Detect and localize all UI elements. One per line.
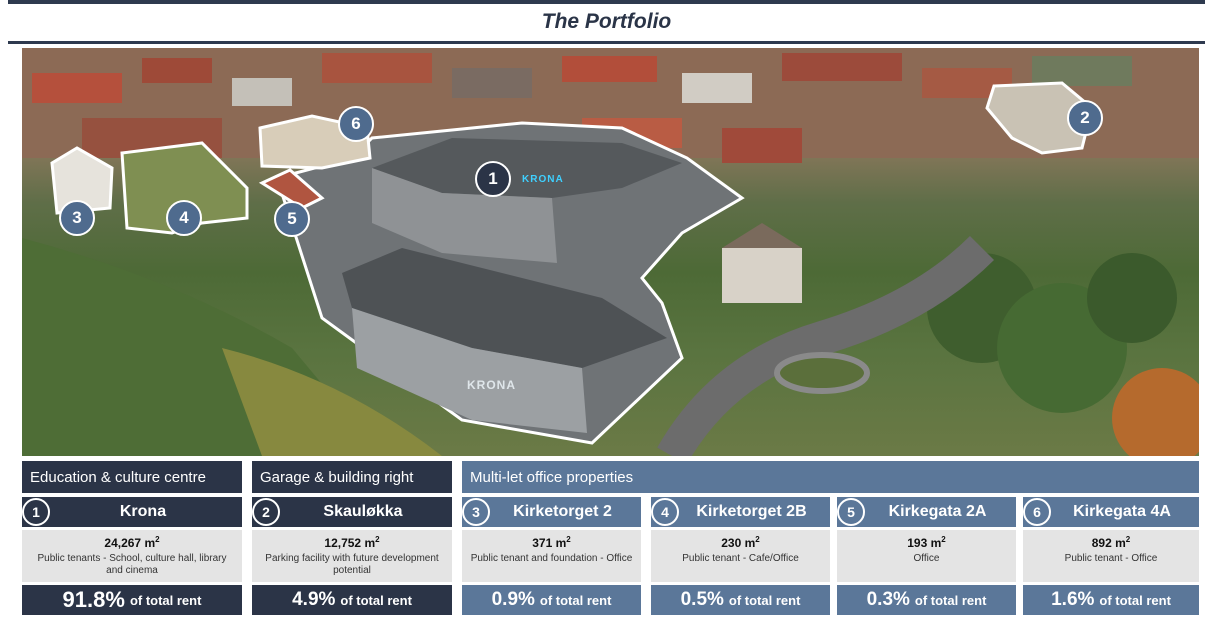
rent-label: of total rent (914, 592, 987, 608)
property-info: 371 m2 Public tenant and foundation - Of… (462, 530, 641, 582)
property-description: Office (913, 553, 940, 564)
map-marker-3[interactable]: 3 (59, 200, 95, 236)
map-marker-5[interactable]: 5 (274, 201, 310, 237)
property-area: 371 m2 (532, 535, 571, 550)
property-name-bar: 5 Kirkegata 2A (837, 497, 1016, 527)
category-education-culture: Education & culture centre (22, 461, 242, 493)
property-card-1: 1 Krona 24,267 m2 Public tenants - Schoo… (22, 497, 242, 615)
property-name: Skauløkka (323, 503, 403, 520)
aerial-photo: KRONA KRONA 1 2 3 4 5 6 (22, 48, 1199, 456)
krona-roof-logo: KRONA (522, 174, 564, 185)
property-card-2: 2 Skauløkka 12,752 m2 Parking facility w… (252, 497, 452, 615)
category-garage-building: Garage & building right (252, 461, 452, 493)
property-number-badge: 4 (651, 498, 679, 526)
property-name-bar: 4 Kirketorget 2B (651, 497, 830, 527)
rent-label: of total rent (129, 592, 202, 608)
property-name-bar: 1 Krona (22, 497, 242, 527)
rent-label: of total rent (728, 592, 801, 608)
property-info: 892 m2 Public tenant - Office (1023, 530, 1199, 582)
rent-label: of total rent (539, 592, 612, 608)
property-card-5: 5 Kirkegata 2A 193 m2 Office 0.3% of tot… (837, 497, 1016, 615)
property-number-badge: 5 (837, 498, 865, 526)
rent-percent: 91.8% (62, 587, 125, 612)
property-name: Kirkegata 4A (1073, 503, 1171, 520)
property-number-badge: 1 (22, 498, 50, 526)
map-marker-4[interactable]: 4 (166, 200, 202, 236)
property-name: Kirkegata 2A (888, 503, 987, 520)
property-info: 24,267 m2 Public tenants - School, cultu… (22, 530, 242, 582)
property-card-3: 3 Kirketorget 2 371 m2 Public tenant and… (462, 497, 641, 615)
property-description: Parking facility with future development… (265, 553, 439, 576)
property-info: 230 m2 Public tenant - Cafe/Office (651, 530, 830, 582)
property-info: 193 m2 Office (837, 530, 1016, 582)
property-name: Kirketorget 2B (696, 503, 807, 520)
property-rent-share: 0.5% of total rent (651, 585, 830, 615)
rent-percent: 0.3% (866, 589, 910, 610)
property-name-bar: 3 Kirketorget 2 (462, 497, 641, 527)
property-area: 230 m2 (721, 535, 760, 550)
property-info: 12,752 m2 Parking facility with future d… (252, 530, 452, 582)
property-area: 12,752 m2 (324, 535, 380, 550)
krona-facade-text: KRONA (467, 378, 516, 392)
map-marker-6[interactable]: 6 (338, 106, 374, 142)
property-area: 193 m2 (907, 535, 946, 550)
property-number-badge: 6 (1023, 498, 1051, 526)
page-title: The Portfolio (541, 10, 672, 33)
rent-label: of total rent (1099, 592, 1171, 608)
property-rent-share: 0.9% of total rent (462, 585, 641, 615)
property-description: Public tenants - School, culture hall, l… (37, 553, 227, 576)
property-area: 892 m2 (1091, 535, 1131, 550)
property-number-badge: 3 (462, 498, 490, 526)
property-name-bar: 2 Skauløkka (252, 497, 452, 527)
property-rent-share: 1.6% of total rent (1023, 585, 1199, 615)
property-description: Public tenant and foundation - Office (470, 553, 633, 564)
rent-percent: 0.9% (491, 589, 535, 610)
property-name-bar: 6 Kirkegata 4A (1023, 497, 1199, 527)
property-name: Kirketorget 2 (513, 503, 612, 520)
property-rent-share: 4.9% of total rent (252, 585, 452, 615)
category-multi-let-office: Multi-let office properties (462, 461, 1199, 493)
rent-percent: 0.5% (680, 589, 724, 610)
property-name: Krona (119, 503, 167, 520)
rent-label: of total rent (340, 592, 412, 608)
property-card-6: 6 Kirkegata 4A 892 m2 Public tenant - Of… (1023, 497, 1199, 615)
map-marker-1[interactable]: 1 (475, 161, 511, 197)
property-area: 24,267 m2 (104, 535, 160, 550)
property-description: Public tenant - Cafe/Office (682, 553, 799, 564)
property-number-badge: 2 (252, 498, 280, 526)
aerial-illustration (22, 48, 1199, 456)
property-rent-share: 91.8% of total rent (22, 585, 242, 615)
map-marker-2[interactable]: 2 (1067, 100, 1103, 136)
rent-percent: 1.6% (1051, 589, 1095, 610)
top-rule (8, 0, 1205, 4)
property-description: Public tenant - Office (1064, 553, 1158, 564)
property-rent-share: 0.3% of total rent (837, 585, 1016, 615)
title-rule (8, 41, 1205, 44)
property-card-4: 4 Kirketorget 2B 230 m2 Public tenant - … (651, 497, 830, 615)
rent-percent: 4.9% (292, 589, 336, 610)
